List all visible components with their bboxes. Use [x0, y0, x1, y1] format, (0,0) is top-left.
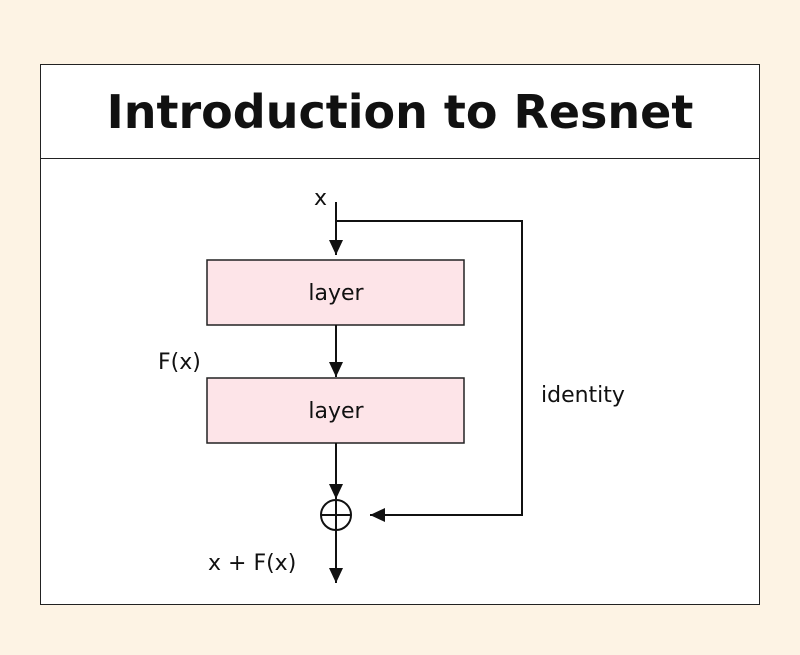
- identity-connection: [336, 220, 523, 522]
- output-label: x + F(x): [208, 551, 296, 576]
- layer-label-1: layer: [308, 281, 364, 306]
- input-label: x: [314, 186, 327, 211]
- layer-label-2: layer: [308, 399, 364, 424]
- page-title: Introduction to Resnet: [41, 65, 759, 159]
- intermediate-label: F(x): [158, 350, 201, 375]
- sum-icon: [320, 499, 352, 531]
- identity-label: identity: [541, 383, 625, 408]
- layer-box-2: [206, 377, 465, 444]
